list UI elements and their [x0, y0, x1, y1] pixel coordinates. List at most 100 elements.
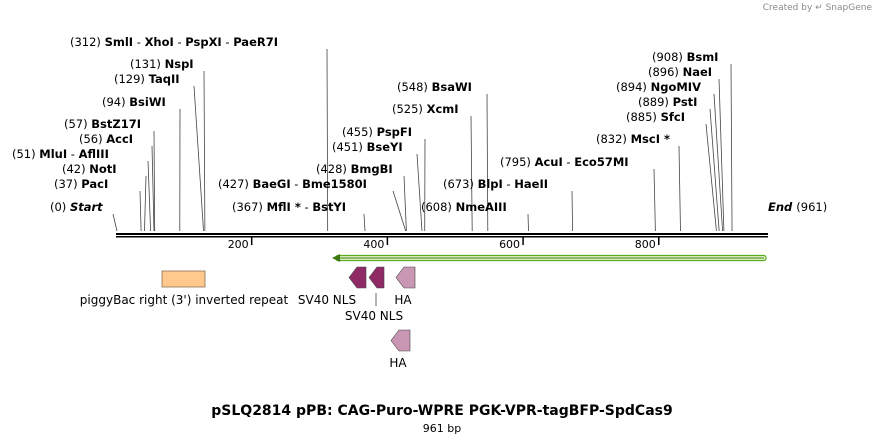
site-label: (832) MscI * — [596, 132, 670, 146]
enzyme-name: NmeAIII — [456, 200, 507, 214]
restriction-site: (673) BlpI - HaeII — [443, 177, 574, 232]
restriction-site: (51) MluI - AflIII — [12, 147, 152, 232]
site-position: (832) — [596, 132, 631, 146]
site-position: (885) — [626, 110, 661, 124]
enzyme-name: PstI — [673, 95, 698, 109]
restriction-site: (795) AcuI - Eco57MI — [500, 155, 656, 232]
start-label: (0) Start — [50, 200, 103, 214]
end-position: (961) — [796, 200, 827, 214]
restriction-site: (548) BsaWI — [397, 80, 489, 232]
enzyme-name: PacI — [81, 177, 108, 191]
credit-prefix: Created by — [762, 3, 813, 13]
site-leader-line — [151, 145, 155, 232]
restriction-site: (525) XcmI — [392, 102, 473, 232]
site-position: (56) — [79, 132, 106, 146]
axis-tick-label: 200 — [228, 238, 249, 251]
feature-sv40-nls-arrow — [348, 266, 367, 289]
site-position: (896) — [648, 65, 683, 79]
site-position: (428) — [316, 162, 351, 176]
enzyme-name: NgoMIV — [651, 80, 701, 94]
site-separator: - — [563, 155, 574, 169]
enzyme-name: SfcI — [661, 110, 685, 124]
site-position: (908) — [652, 50, 687, 64]
enzyme-name: BlpI — [478, 177, 503, 191]
site-label: (885) SfcI — [626, 110, 685, 124]
site-leader-line — [139, 190, 142, 232]
site-leader-line — [713, 93, 723, 232]
site-position: (129) — [114, 72, 149, 86]
site-label: (428) BmgBI — [316, 162, 393, 176]
restriction-site: (367) MflI * - BstYI — [232, 200, 366, 232]
enzyme-name: BstZ17I — [91, 117, 141, 131]
site-leader-line — [527, 213, 529, 232]
site-leader-line — [571, 190, 574, 232]
restriction-site: (428) BmgBI — [316, 162, 407, 232]
site-position: (608) — [421, 200, 456, 214]
site-label: (455) PspFI — [342, 125, 412, 139]
site-separator: - — [503, 177, 514, 191]
restriction-site: (312) SmlI - XhoI - PspXI - PaeR7I — [70, 35, 329, 232]
restriction-site: (896) NaeI — [648, 65, 725, 232]
site-position: (889) — [638, 95, 673, 109]
site-leader-line — [363, 213, 366, 232]
site-label: (427) BaeGI - Bme1580I — [218, 177, 367, 191]
feature-label: SV40 NLS — [298, 293, 356, 307]
restriction-site: (131) NspI — [130, 57, 206, 232]
enzyme-name: Bme1580I — [302, 177, 367, 191]
site-leader-line — [678, 145, 681, 232]
site-position: (673) — [443, 177, 478, 191]
restriction-site: (427) BaeGI - Bme1580I — [218, 177, 407, 232]
credit: Created by ↵ SnapGene — [763, 3, 872, 13]
restriction-site: (455) PspFI — [342, 125, 426, 232]
enzyme-name: AcuI — [535, 155, 563, 169]
site-label: (525) XcmI — [392, 102, 459, 116]
axis-tick-label: 400 — [363, 238, 384, 251]
enzyme-name: NaeI — [683, 65, 712, 79]
enzyme-name: MflI * — [267, 200, 301, 214]
site-label: (312) SmlI - XhoI - PspXI - PaeR7I — [70, 35, 278, 49]
site-position: (131) — [130, 57, 165, 71]
enzyme-name: PspFI — [377, 125, 412, 139]
enzyme-name: Eco57MI — [574, 155, 628, 169]
enzyme-name: BseYI — [367, 140, 403, 154]
site-leader-line — [718, 78, 725, 232]
restriction-site: (94) BsiWI — [102, 95, 181, 232]
restriction-site: (129) TaqII — [114, 72, 204, 232]
enzyme-name: BsmI — [687, 50, 719, 64]
feature-ha-arrow — [390, 329, 411, 352]
restriction-site: (451) BseYI — [332, 140, 423, 232]
start-leader-line — [112, 213, 118, 232]
end-label: End (961) — [768, 200, 827, 214]
axis-tick-label: 600 — [499, 238, 520, 251]
site-label: (42) NotI — [62, 162, 117, 176]
site-label: (908) BsmI — [652, 50, 718, 64]
site-position: (525) — [392, 102, 427, 116]
enzyme-name: XcmI — [427, 102, 459, 116]
enzyme-name: BmgBI — [351, 162, 393, 176]
site-label: (896) NaeI — [648, 65, 712, 79]
site-label: (894) NgoMIV — [616, 80, 701, 94]
restriction-site: (608) NmeAIII — [421, 200, 529, 232]
feature-orf-arrowhead — [332, 254, 340, 262]
enzyme-name: BsiWI — [129, 95, 166, 109]
site-label: (367) MflI * - BstYI — [232, 200, 346, 214]
site-leader-line — [392, 190, 407, 232]
site-leader-line — [144, 175, 147, 232]
site-label: (673) BlpI - HaeII — [443, 177, 548, 191]
site-label: (608) NmeAIII — [421, 200, 507, 214]
site-leader-line — [709, 108, 720, 232]
site-label: (548) BsaWI — [397, 80, 472, 94]
enzyme-name: BsaWI — [432, 80, 472, 94]
enzyme-name: PspXI — [185, 35, 221, 49]
site-leader-line — [730, 63, 733, 232]
site-position: (51) — [12, 147, 39, 161]
site-separator: - — [174, 35, 185, 49]
feature-sv40-nls-arrow — [368, 266, 385, 289]
site-leader-line — [147, 160, 152, 232]
site-label: (37) PacI — [54, 177, 108, 191]
restriction-site: (885) SfcI — [626, 110, 717, 232]
start-name: Start — [70, 200, 103, 214]
map-start-marker: (0) Start — [50, 200, 118, 232]
feature-label: SV40 NLS — [345, 309, 403, 323]
